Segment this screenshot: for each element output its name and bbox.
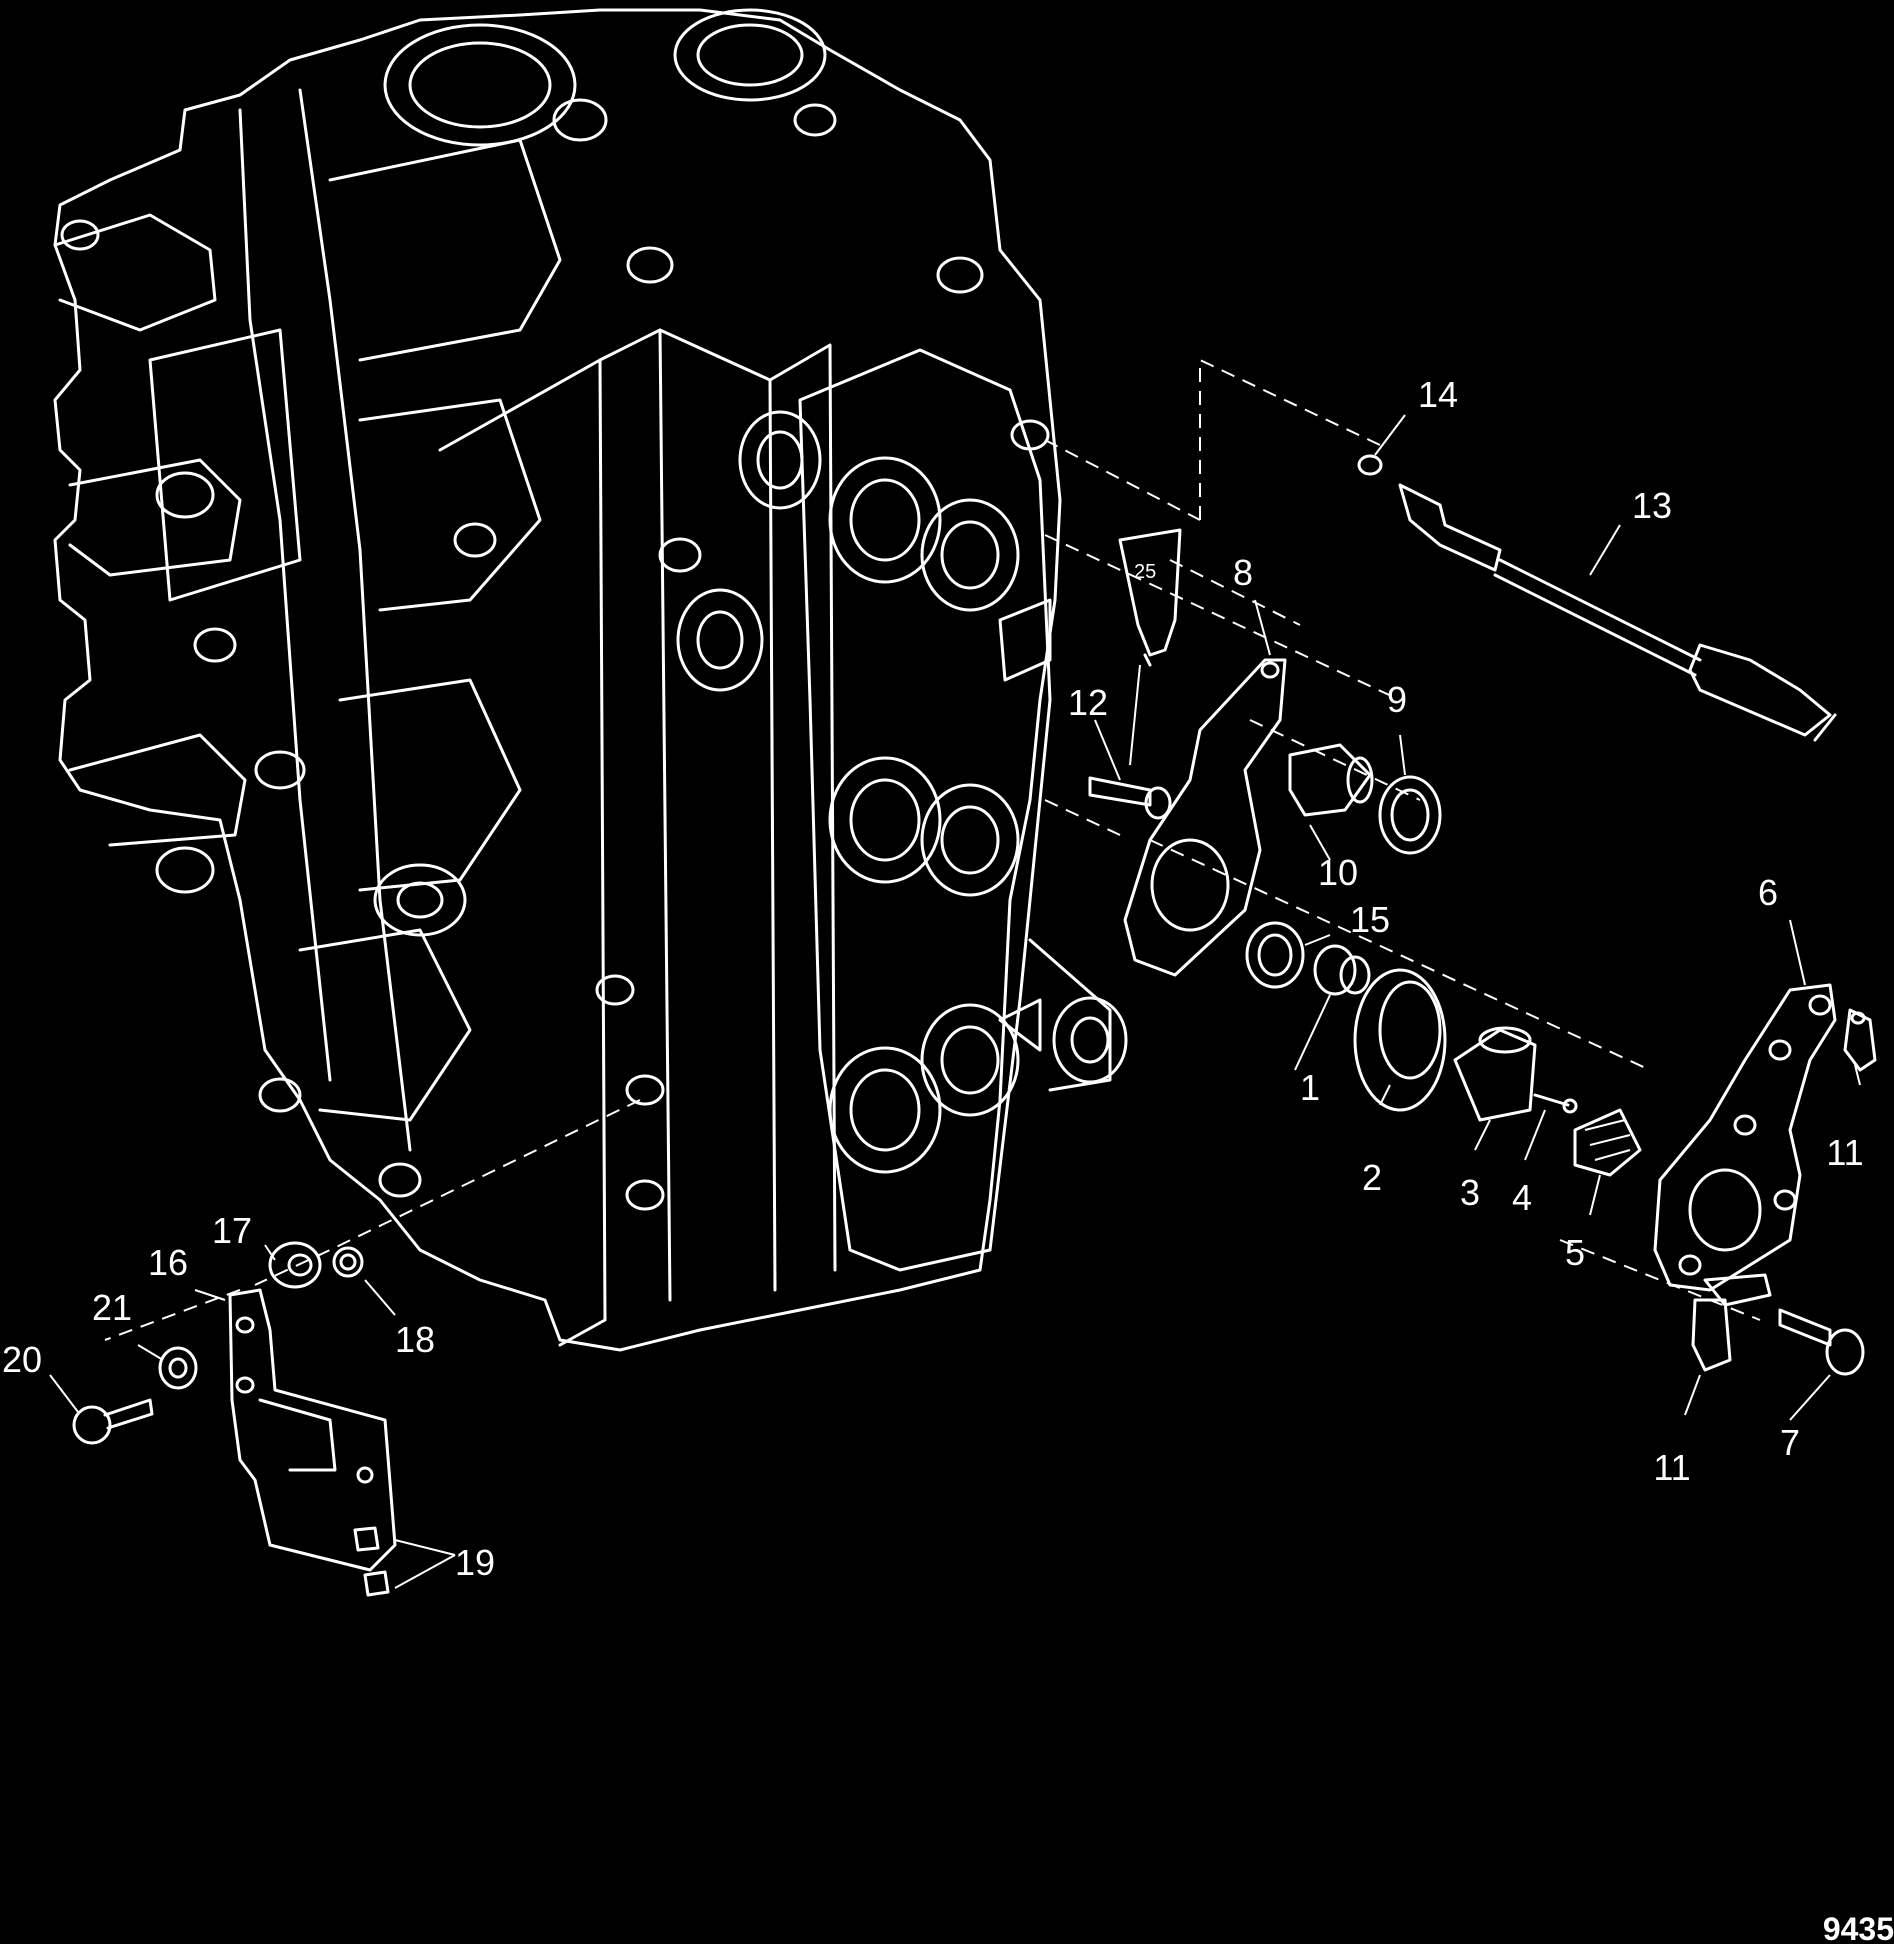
callout-19: 19: [455, 1542, 495, 1583]
part-grommet-17: [268, 1241, 322, 1289]
callout-leaders: [49, 414, 1861, 1589]
callout-16: 16: [148, 1242, 188, 1283]
callout-12: 12: [1068, 682, 1108, 723]
callout-7: 7: [1780, 1422, 1800, 1463]
part-thermostat: [1288, 743, 1374, 817]
callout-14: 14: [1418, 374, 1458, 415]
part-bolt-7: [1778, 1308, 1865, 1376]
part-bolt-20: [72, 1398, 154, 1445]
callout-4: 4: [1512, 1177, 1532, 1218]
callout-18: 18: [395, 1319, 435, 1360]
callout-11-upper: 11: [1826, 1132, 1863, 1173]
part-pin: [1533, 1093, 1578, 1114]
callout-2: 2: [1362, 1157, 1382, 1198]
part-seal-15: [1245, 921, 1305, 989]
callout-21: 21: [92, 1287, 132, 1328]
callout-17: 17: [212, 1210, 252, 1251]
callout-13: 13: [1632, 485, 1672, 526]
part-grommet: [1353, 968, 1447, 1112]
callout-6: 6: [1758, 872, 1778, 913]
part-sealant-tube: 25: [1118, 528, 1182, 667]
part-spring: [1573, 1108, 1642, 1177]
callout-1: 1: [1300, 1067, 1320, 1108]
callout-10: 10: [1318, 852, 1358, 893]
part-gasket: [1123, 658, 1287, 977]
part-washer: [158, 1346, 198, 1390]
part-bushing: [332, 1246, 364, 1278]
callout-20: 20: [2, 1339, 42, 1380]
callout-11-lower: 11: [1653, 1447, 1690, 1488]
part-o-ring: [1357, 454, 1383, 476]
part-bracket: [228, 1288, 397, 1572]
callout-15: 15: [1350, 899, 1390, 940]
callout-8: 8: [1233, 552, 1253, 593]
part-temperature-sensor: [1398, 483, 1837, 742]
callout-9: 9: [1387, 679, 1407, 720]
part-clip-lower: [1691, 1273, 1772, 1372]
part-valve: [1313, 944, 1371, 996]
alignment-leader-lines: [104, 358, 1761, 1341]
part-sleeve: [1453, 1026, 1537, 1122]
part-seal-9: [1378, 775, 1442, 855]
part-nuts: [353, 1526, 390, 1597]
callout-5: 5: [1565, 1232, 1585, 1273]
figure-number: 9435: [1823, 1911, 1894, 1944]
callout-3: 3: [1460, 1172, 1480, 1213]
sealant-tube-label: 25: [1134, 561, 1156, 583]
part-thermostat-cover: [1653, 983, 1837, 1292]
cylinder-block: [53, 8, 1128, 1352]
part-bolt-12: [1088, 776, 1172, 820]
part-clip-upper: [1843, 1008, 1877, 1072]
